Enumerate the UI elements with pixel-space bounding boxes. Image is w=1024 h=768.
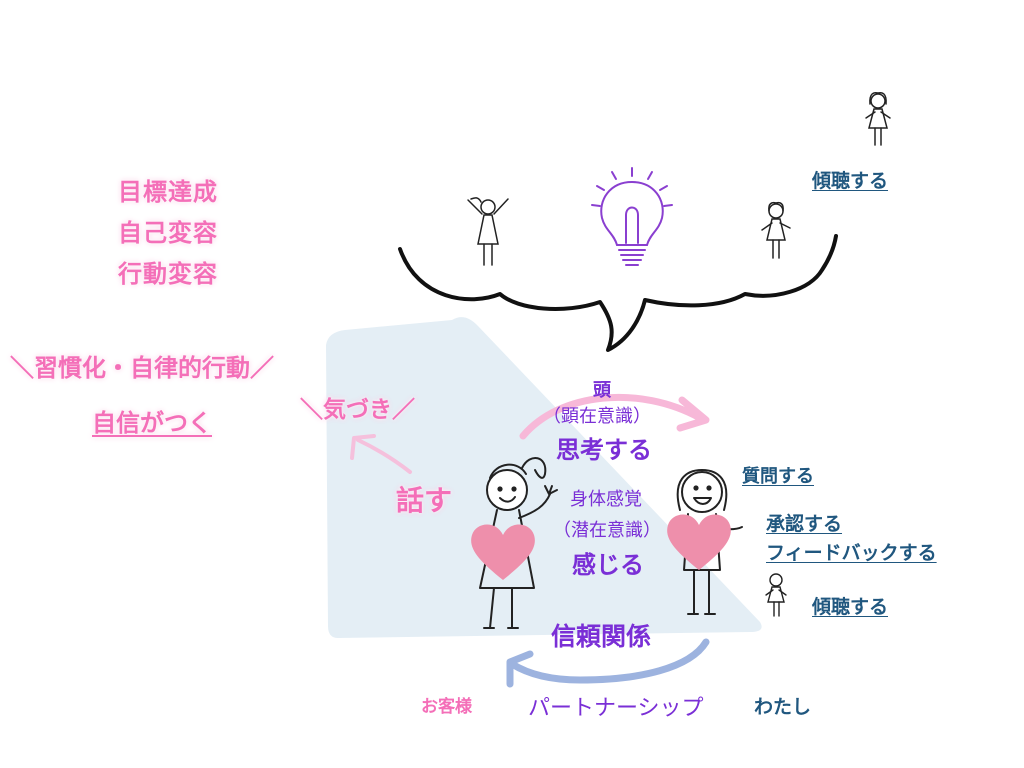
awareness-arrow	[350, 434, 412, 474]
goal-line-2: 自己変容	[118, 219, 218, 247]
listen-bottom-link[interactable]: 傾聴する	[812, 596, 889, 618]
customer-heart-icon	[471, 524, 535, 580]
feedback-link[interactable]: フィードバックする	[766, 542, 937, 564]
lightbulb-icon	[591, 167, 673, 266]
trust-arrow	[506, 638, 710, 688]
stick-figure-bottom-right	[765, 573, 787, 617]
head-title: 頭	[593, 380, 611, 401]
ask-link[interactable]: 質問する	[742, 466, 814, 487]
stick-figure-top-right	[865, 91, 891, 146]
listen-top-link[interactable]: 傾聴する	[812, 170, 889, 192]
speech-bubble	[398, 234, 838, 352]
body-sub: （潜在意識）	[553, 520, 661, 541]
awareness-label: ＼気づき／	[300, 397, 415, 423]
partnership-label: パートナーシップ	[528, 696, 704, 721]
head-main: 思考する	[556, 436, 652, 464]
confidence-label: 自信がつく	[92, 409, 212, 437]
trust-label: 信頼関係	[551, 622, 652, 651]
talk-label: 話す	[396, 484, 453, 517]
head-arrow	[519, 393, 710, 440]
habit-label: ＼習慣化・自律的行動／	[10, 354, 274, 382]
body-main: 感じる	[572, 551, 644, 579]
self-heart-icon	[667, 514, 731, 570]
self-label: わたし	[754, 696, 812, 718]
body-title: 身体感覚	[570, 489, 642, 510]
head-sub: （顕在意識）	[543, 406, 651, 427]
customer-label: お客様	[421, 697, 472, 717]
goal-line-1: 目標達成	[118, 178, 218, 206]
goal-line-3: 行動変容	[118, 260, 218, 288]
stick-figure-bubble-right	[761, 201, 791, 259]
customer-figure	[479, 457, 558, 629]
stick-figure-bubble-left	[467, 197, 509, 266]
acknowledge-link[interactable]: 承認する	[766, 513, 843, 535]
